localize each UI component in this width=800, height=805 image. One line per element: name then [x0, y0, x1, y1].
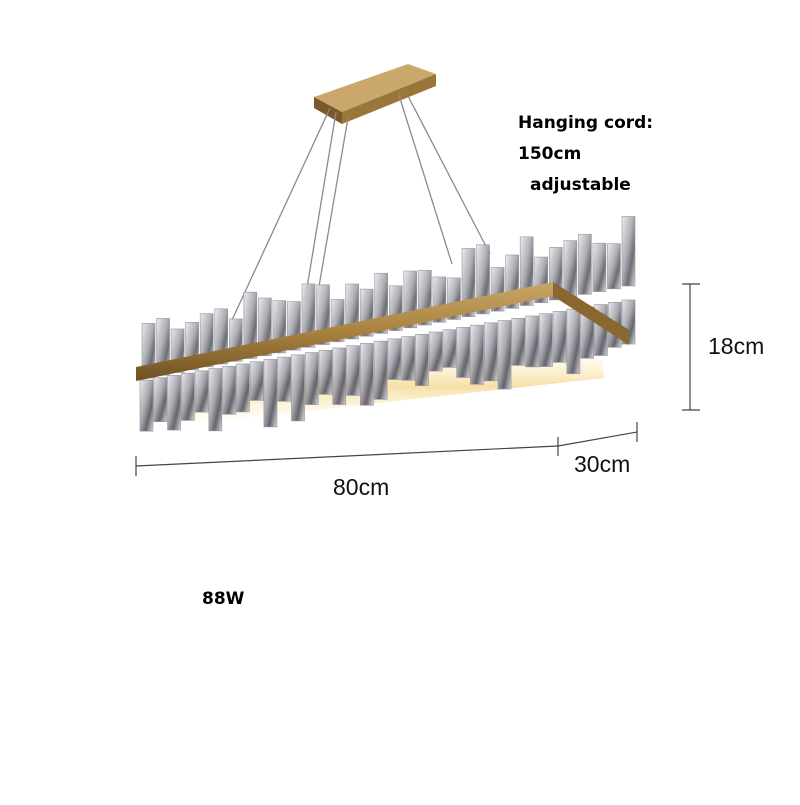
crystal-tile — [539, 313, 553, 367]
crystal-tile — [181, 372, 195, 421]
brass-frame — [136, 282, 629, 381]
crystal-tile — [222, 365, 236, 415]
crystal-tile — [332, 347, 347, 405]
hanging-cord-title: Hanging cord: — [518, 113, 654, 133]
crystal-tile — [552, 311, 567, 363]
crystal-tile — [592, 242, 607, 292]
hanging-cords — [231, 91, 491, 321]
dimension-length — [135, 437, 559, 476]
length-label: 80cm — [333, 474, 390, 500]
crystal-tile — [578, 233, 592, 295]
crystal-tile — [470, 324, 484, 385]
crystal-tile — [621, 216, 636, 287]
crystal-tile — [153, 377, 168, 422]
crystal-tile — [249, 361, 264, 401]
crystal-tile — [483, 322, 498, 382]
crystal-tile — [236, 363, 250, 413]
crystal-tile — [525, 315, 539, 368]
dimension-height — [682, 283, 700, 411]
crystal-tile — [497, 320, 512, 390]
crystal-tile — [277, 356, 292, 402]
crystal-tile — [387, 338, 402, 380]
dimension-width — [557, 422, 638, 447]
crystal-tile — [243, 291, 258, 359]
crystal-tile — [511, 317, 526, 366]
crystal-tile — [401, 336, 415, 381]
crystal-tile — [373, 340, 388, 400]
crystal-tile — [428, 331, 443, 372]
crystal-tile — [194, 370, 209, 413]
crystal-tile — [456, 327, 471, 378]
crystal-tile — [415, 333, 429, 386]
crystal-tile — [346, 345, 360, 396]
crystal-tile — [139, 379, 154, 432]
width-label: 30cm — [574, 451, 631, 477]
crystal-tile — [291, 354, 305, 422]
crystal-tile — [304, 352, 319, 405]
crystal-tile — [263, 359, 278, 428]
crystal-tile — [566, 308, 581, 374]
crystal-tiles-front — [139, 299, 636, 432]
crystal-tile — [360, 343, 374, 406]
crystal-tile — [607, 243, 621, 290]
hanging-cord-note: adjustable — [530, 175, 631, 195]
power-label: 88W — [202, 589, 245, 609]
hanging-cord-length: 150cm — [518, 144, 582, 164]
crystal-tile — [442, 329, 457, 368]
crystal-tile — [167, 375, 181, 431]
crystal-tile — [563, 240, 578, 298]
crystal-tile — [318, 349, 333, 395]
height-label: 18cm — [708, 333, 765, 359]
crystal-tile — [208, 368, 223, 432]
